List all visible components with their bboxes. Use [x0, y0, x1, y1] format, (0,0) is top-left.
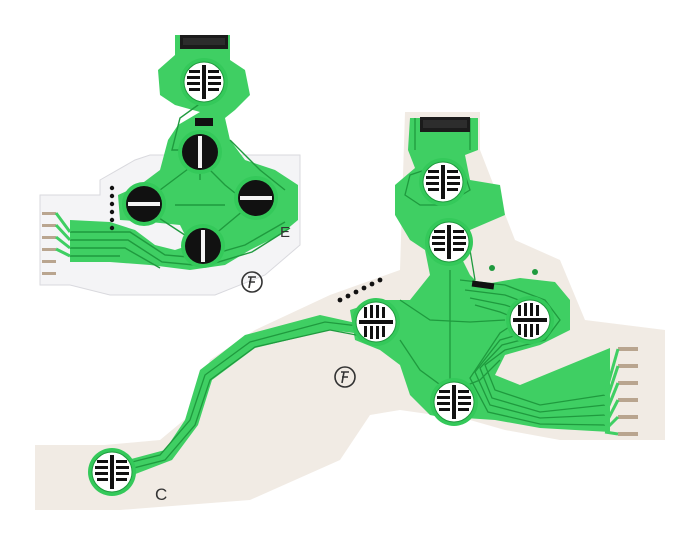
contact-pad-icon	[418, 157, 468, 207]
left-edge-pins	[42, 212, 56, 275]
contact-pad-icon	[424, 217, 474, 267]
button-pad-right-icon	[234, 176, 278, 220]
contact-pad-icon	[429, 377, 479, 427]
left-membrane-board: E	[39, 35, 301, 296]
left-board-label: E	[280, 224, 290, 241]
button-pad-bottom-icon	[181, 224, 225, 268]
contact-pad-icon	[351, 297, 401, 347]
contact-pad-icon	[179, 57, 229, 107]
right-green-body	[350, 118, 610, 432]
right-membrane-board: C	[35, 112, 665, 510]
right-small-contact	[471, 280, 495, 290]
left-small-contact	[195, 118, 213, 126]
contact-pad-icon	[505, 295, 555, 345]
contact-pad-icon	[87, 447, 137, 497]
button-pad-top-icon	[178, 130, 222, 174]
right-edge-pins	[618, 347, 638, 436]
left-dot-marks	[109, 185, 115, 231]
button-pad-left-icon	[122, 182, 166, 226]
right-board-label: C	[155, 485, 167, 504]
right-dot-marks	[337, 277, 383, 303]
